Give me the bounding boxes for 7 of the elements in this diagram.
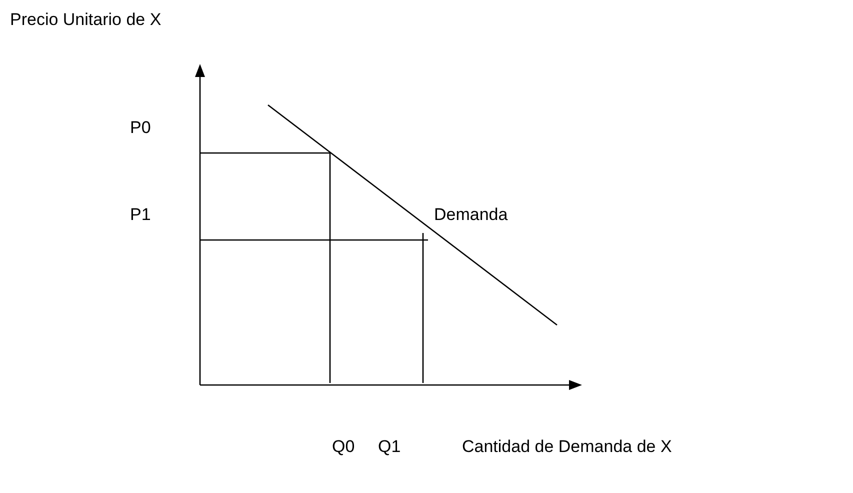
price-label: P0 <box>130 118 151 138</box>
price-label: P1 <box>130 205 151 225</box>
quantity-label: Q1 <box>378 437 401 457</box>
quantity-label: Q0 <box>332 437 355 457</box>
axis-title: Precio Unitario de X <box>10 10 162 30</box>
curve-label: Demanda <box>434 205 508 225</box>
axis-title: Cantidad de Demanda de X <box>462 437 672 457</box>
